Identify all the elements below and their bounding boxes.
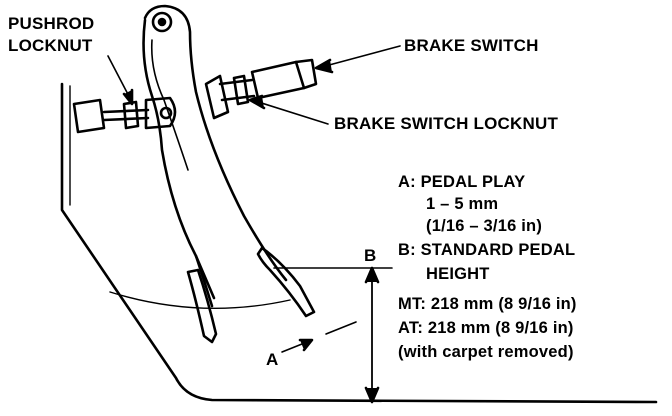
pedal-arm-back	[142, 18, 216, 300]
spec-b-line1: B: STANDARD PEDAL	[398, 241, 576, 259]
clevis	[144, 96, 177, 130]
pushrod-locknut-label-2: LOCKNUT	[8, 36, 93, 55]
dim-a-line2	[325, 321, 357, 335]
switch-bracket	[204, 74, 230, 120]
switch-connector	[294, 58, 318, 90]
spec-mt: MT: 218 mm (8 9/16 in)	[398, 295, 577, 313]
pedal-arm	[143, 4, 288, 282]
dim-b-arrow-top	[364, 266, 380, 284]
pedal-arm-inner	[150, 39, 189, 171]
dim-a-label: A	[266, 350, 279, 369]
spec-a-line3: (1/16 – 3/16 in)	[426, 217, 543, 235]
switch-locknut	[232, 74, 250, 106]
pivot-bolt	[151, 11, 173, 33]
leader-brake-switch-arrow	[314, 58, 334, 74]
spec-at: AT: 218 mm (8 9/16 in)	[398, 319, 574, 337]
pushrod-locknut-label-1: PUSHROD	[8, 14, 95, 33]
pedal-pad-left	[186, 268, 218, 344]
leader-brake-switch	[317, 45, 401, 69]
booster	[72, 98, 106, 134]
pedal-sweep-arc	[109, 291, 291, 310]
floor-panel	[60, 82, 658, 404]
spec-a-line1: A: PEDAL PLAY	[398, 173, 526, 191]
spec-b-line2: HEIGHT	[426, 265, 490, 283]
dim-b-label: B	[364, 246, 377, 265]
spec-note: (with carpet removed)	[398, 343, 574, 361]
leader-switch-locknut-arrow	[248, 94, 266, 110]
leader-pushrod-arrow	[122, 88, 134, 106]
pushrod-locknut	[122, 100, 140, 130]
switch-body	[250, 60, 306, 100]
clevis-pin	[159, 106, 173, 120]
leader-switch-locknut	[251, 99, 329, 125]
dim-a-arrow	[298, 338, 314, 352]
brake-switch-label: BRAKE SWITCH	[404, 36, 539, 55]
spec-a-line2: 1 – 5 mm	[426, 195, 499, 213]
brake-switch-locknut-label: BRAKE SWITCH LOCKNUT	[334, 114, 559, 133]
pedal-lower	[194, 254, 214, 308]
pedal-pad-right	[256, 246, 316, 318]
dim-b-arrow-bot	[364, 386, 380, 404]
